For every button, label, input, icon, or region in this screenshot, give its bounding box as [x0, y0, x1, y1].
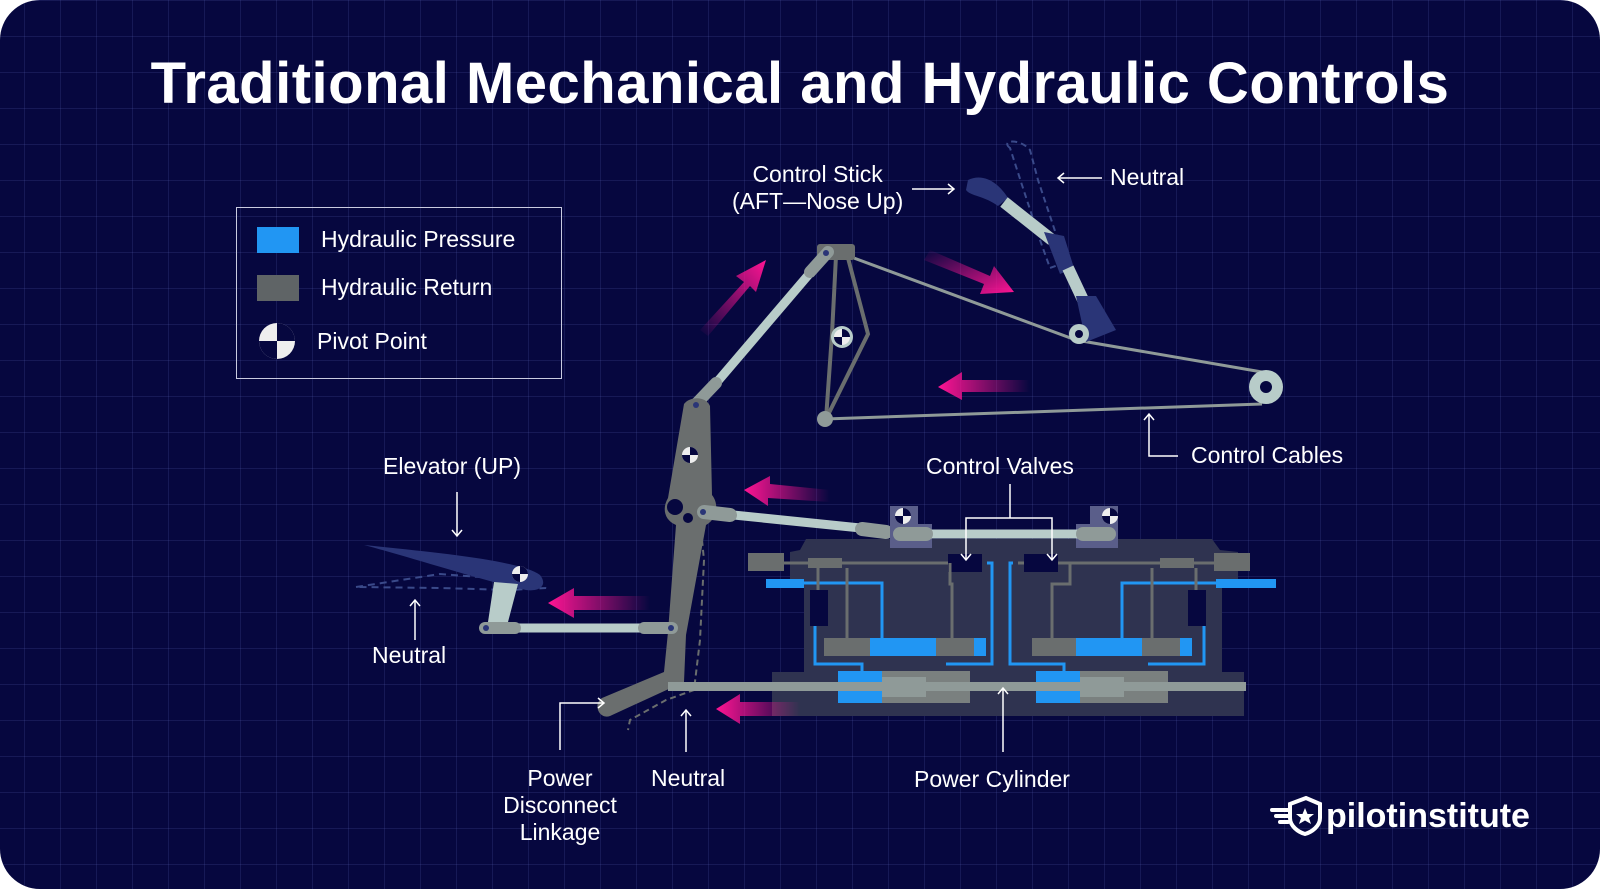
- legend-label: Hydraulic Return: [321, 274, 493, 300]
- label-neutral-linkage: Neutral: [651, 765, 726, 791]
- callout-lines: [409, 172, 1178, 752]
- valve-input-rod: [697, 505, 905, 539]
- motion-arrow-left-arm: [744, 476, 830, 506]
- pivot-point-icon: [259, 323, 295, 359]
- elevator-surface: [364, 545, 544, 622]
- power-cylinders: [668, 671, 1246, 703]
- label-line: (AFT—Nose Up): [732, 188, 904, 214]
- main-lever-arm: [597, 398, 717, 731]
- label-control-stick: Control Stick (AFT—Nose Up): [732, 161, 903, 215]
- legend-item-hydraulic-pressure: Hydraulic Pressure: [257, 226, 515, 253]
- label-line: Control Stick: [752, 161, 883, 187]
- label-power-cylinder: Power Cylinder: [914, 766, 1070, 792]
- page-title: Traditional Mechanical and Hydraulic Con…: [150, 51, 1450, 116]
- legend-item-hydraulic-return: Hydraulic Return: [257, 274, 492, 301]
- elevator-neutral-outline: [355, 572, 547, 592]
- brand-name: pilotinstitute: [1326, 796, 1530, 835]
- control-stick-neutral-outline: [1006, 140, 1068, 270]
- hydraulic-pressure-swatch: [257, 226, 299, 253]
- hydraulic-lines-left: [748, 553, 994, 678]
- label-control-cables: Control Cables: [1191, 442, 1344, 468]
- label-line: Disconnect: [503, 792, 617, 818]
- hydraulic-lines-right: [1008, 553, 1276, 678]
- label-elevator: Elevator (UP): [383, 453, 522, 479]
- elevator-push-rod: [479, 622, 678, 634]
- control-cables: [824, 252, 1263, 421]
- legend-item-pivot-point: Pivot Point: [257, 321, 427, 361]
- cable-pulley: [1249, 370, 1283, 404]
- label-line: Linkage: [519, 819, 601, 845]
- motion-arrow-up-right: [700, 260, 766, 336]
- label-control-valves: Control Valves: [926, 453, 1074, 479]
- legend: Hydraulic Pressure Hydraulic Return Pivo…: [236, 207, 562, 379]
- motion-arrow-left-cables: [938, 372, 1030, 400]
- hydraulic-return-swatch: [257, 274, 299, 301]
- valve-linkage: [890, 506, 1118, 548]
- upper-bellcrank: [817, 244, 871, 427]
- legend-label: Hydraulic Pressure: [321, 226, 516, 252]
- label-power-disconnect-linkage: Power Disconnect Linkage: [494, 765, 626, 846]
- label-neutral-stick: Neutral: [1110, 164, 1185, 190]
- motion-arrow-down-right: [924, 250, 1014, 294]
- shield-wings-icon: [1270, 796, 1322, 836]
- control-stick: [966, 177, 1116, 344]
- motion-arrow-left-cylinder: [716, 694, 800, 724]
- legend-label: Pivot Point: [317, 327, 427, 354]
- label-neutral-elevator: Neutral: [372, 642, 447, 668]
- brand-logo: pilotinstitute: [1270, 796, 1530, 836]
- upper-push-rod: [690, 246, 834, 410]
- motion-arrow-left-elevator: [548, 588, 650, 618]
- motion-arrows: [548, 250, 1030, 724]
- label-line: Power: [527, 765, 593, 791]
